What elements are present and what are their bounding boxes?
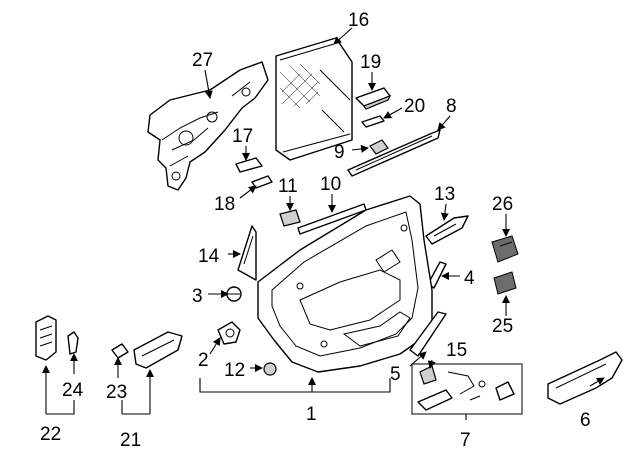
- callout-3: 3: [192, 286, 203, 307]
- callout-25: 25: [492, 316, 513, 337]
- leader-lines: [42, 27, 605, 420]
- callout-15: 15: [446, 340, 467, 361]
- part-17-trim-cap: [235, 157, 263, 173]
- part-26-switch: [491, 235, 519, 263]
- part-7-handle-assembly: [411, 363, 523, 415]
- callout-1: 1: [306, 404, 317, 425]
- callout-2: 2: [198, 350, 209, 371]
- callout-19: 19: [360, 52, 381, 73]
- part-15-bezel: [419, 365, 437, 385]
- part-19-cover: [355, 87, 392, 110]
- part-14-trim-triangle: [237, 225, 257, 281]
- part-22-switch-assembly: [35, 315, 57, 361]
- door-trim-panel: [257, 195, 433, 373]
- part-13-handle: [425, 215, 469, 245]
- callout-17: 17: [232, 126, 253, 147]
- part-21-lamp: [133, 331, 183, 369]
- callout-22: 22: [40, 424, 61, 445]
- callout-21: 21: [120, 430, 141, 451]
- callout-24: 24: [62, 380, 84, 401]
- callout-9: 9: [334, 142, 345, 163]
- callout-7: 7: [460, 430, 471, 451]
- callout-labels: 27 16 19 20 8 17 9 10 11 18 13 26 14 4 3…: [40, 10, 591, 451]
- callout-18: 18: [214, 194, 235, 215]
- part-5-trim: [409, 311, 447, 357]
- callout-6: 6: [580, 410, 591, 431]
- part-3-clip: [226, 286, 242, 302]
- callout-12: 12: [224, 360, 245, 381]
- callout-11: 11: [278, 176, 298, 197]
- callout-5: 5: [390, 364, 401, 385]
- callout-16: 16: [348, 10, 369, 31]
- part-8-molding: [347, 129, 441, 177]
- callout-4: 4: [464, 268, 475, 289]
- part-24-bulb: [67, 331, 79, 355]
- part-27-bracket: [147, 61, 269, 191]
- part-9-bumper: [369, 139, 389, 155]
- callout-23: 23: [106, 382, 127, 403]
- callout-27: 27: [192, 50, 213, 71]
- callout-13: 13: [434, 184, 455, 205]
- part-25-switch: [493, 271, 517, 295]
- callout-14: 14: [198, 246, 220, 267]
- part-20-clip: [361, 115, 385, 128]
- part-11-stopper: [279, 209, 301, 227]
- callout-8: 8: [446, 96, 457, 117]
- part-16-sunshade: [275, 37, 353, 161]
- part-23-socket: [111, 343, 129, 359]
- part-6-armrest: [547, 351, 623, 405]
- part-2-speaker-clip: [217, 321, 241, 345]
- callout-20: 20: [404, 96, 425, 117]
- callout-26: 26: [492, 194, 513, 215]
- callout-10: 10: [320, 174, 341, 195]
- part-12-cap: [263, 362, 277, 376]
